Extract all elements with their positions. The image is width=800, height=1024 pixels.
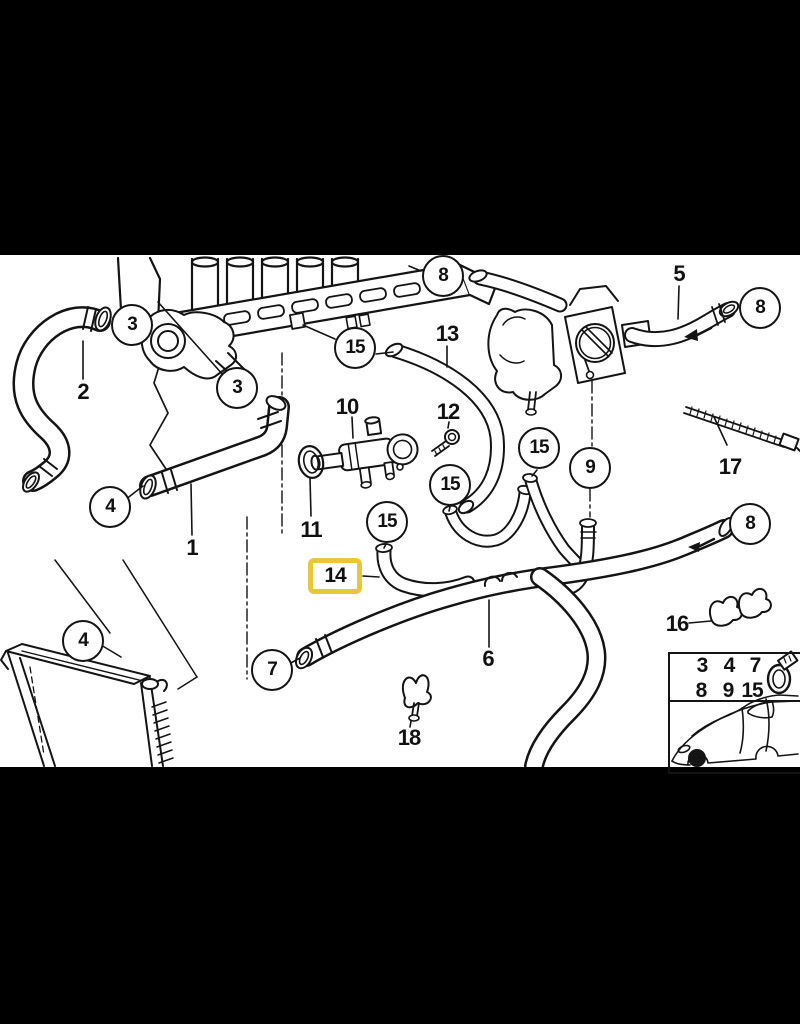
head-rail-slots bbox=[223, 276, 455, 326]
callout-circle-8b[interactable]: 8 bbox=[739, 287, 781, 329]
flow-arrow-icon bbox=[688, 542, 700, 552]
legend-number: 4 bbox=[723, 654, 736, 677]
boundary-lines bbox=[54, 559, 198, 690]
callout-circle-15d[interactable]: 15 bbox=[518, 427, 560, 469]
callout-circle-15b[interactable]: 15 bbox=[429, 464, 471, 506]
parts-diagram-canvas: 3 3 8 15 4 4 7 15 15 15 9 8 8 2 1 5 10 1… bbox=[0, 255, 800, 774]
part-label-2[interactable]: 2 bbox=[77, 379, 89, 404]
clamp-legend-box: 3 4 7 8 9 15 bbox=[668, 652, 800, 774]
part-label-14-highlighted[interactable]: 14 bbox=[308, 558, 362, 594]
radiator-fins bbox=[151, 701, 174, 764]
small-hose-b-drawing bbox=[522, 473, 587, 573]
callout-circle-9[interactable]: 9 bbox=[569, 447, 611, 489]
part-label-17[interactable]: 17 bbox=[718, 454, 743, 479]
part-label-16[interactable]: 16 bbox=[665, 611, 690, 636]
legend-number: 15 bbox=[741, 679, 763, 702]
callout-circle-7[interactable]: 7 bbox=[251, 649, 293, 691]
throttle-body-drawing bbox=[487, 285, 652, 416]
legend-number: 8 bbox=[695, 679, 708, 702]
callout-circle-15a[interactable]: 15 bbox=[334, 327, 376, 369]
letterbox-top bbox=[0, 0, 800, 255]
part-label-5[interactable]: 5 bbox=[673, 261, 685, 286]
radiator-drawing bbox=[0, 643, 174, 767]
clamp-legend-divider bbox=[670, 654, 800, 702]
legend-number: 7 bbox=[749, 654, 762, 677]
letterbox-bottom bbox=[0, 767, 800, 1024]
legend-number: 3 bbox=[696, 654, 709, 677]
callout-circle-4b[interactable]: 4 bbox=[62, 620, 104, 662]
part-label-13[interactable]: 13 bbox=[435, 321, 460, 346]
part-label-10[interactable]: 10 bbox=[335, 394, 360, 419]
head-nipple bbox=[288, 311, 307, 330]
part-label-12[interactable]: 12 bbox=[436, 399, 461, 424]
part-label-11[interactable]: 11 bbox=[300, 517, 322, 542]
callout-circle-15c[interactable]: 15 bbox=[366, 501, 408, 543]
leader-lines bbox=[82, 265, 728, 728]
water-valve-10-drawing bbox=[310, 416, 419, 489]
hose-5-drawing bbox=[624, 300, 740, 347]
intake-tubes bbox=[190, 256, 360, 311]
hose-13-drawing bbox=[384, 342, 505, 515]
cable-strap-17-drawing bbox=[683, 406, 800, 452]
section-dash-dot-lines bbox=[246, 352, 593, 680]
hose-1-drawing bbox=[139, 395, 290, 500]
hose-14-drawing bbox=[375, 543, 476, 598]
flow-arrow-icon bbox=[684, 329, 698, 341]
part-label-6[interactable]: 6 bbox=[482, 646, 494, 671]
o-ring-11-drawing bbox=[297, 445, 325, 479]
callout-circle-8c[interactable]: 8 bbox=[729, 503, 771, 545]
callout-circle-4a[interactable]: 4 bbox=[89, 486, 131, 528]
diagram-line-art bbox=[0, 256, 800, 767]
callout-circle-8a[interactable]: 8 bbox=[422, 255, 464, 297]
hose-6-drawing bbox=[294, 516, 734, 767]
car-location-dot bbox=[688, 749, 706, 767]
part-label-18[interactable]: 18 bbox=[397, 725, 422, 750]
callout-circle-3a[interactable]: 3 bbox=[111, 304, 153, 346]
callout-circle-3b[interactable]: 3 bbox=[216, 367, 258, 409]
legend-car-icon bbox=[671, 694, 799, 767]
part-label-1[interactable]: 1 bbox=[186, 535, 198, 560]
hose-2-drawing bbox=[12, 306, 112, 493]
screw-12-drawing bbox=[431, 429, 460, 457]
legend-hose-clamp-icon bbox=[766, 650, 799, 695]
clips-16-drawing bbox=[708, 587, 772, 627]
legend-number: 9 bbox=[722, 679, 735, 702]
hose-8-elbow-drawing bbox=[468, 269, 568, 313]
clamp-18-drawing bbox=[401, 674, 432, 722]
